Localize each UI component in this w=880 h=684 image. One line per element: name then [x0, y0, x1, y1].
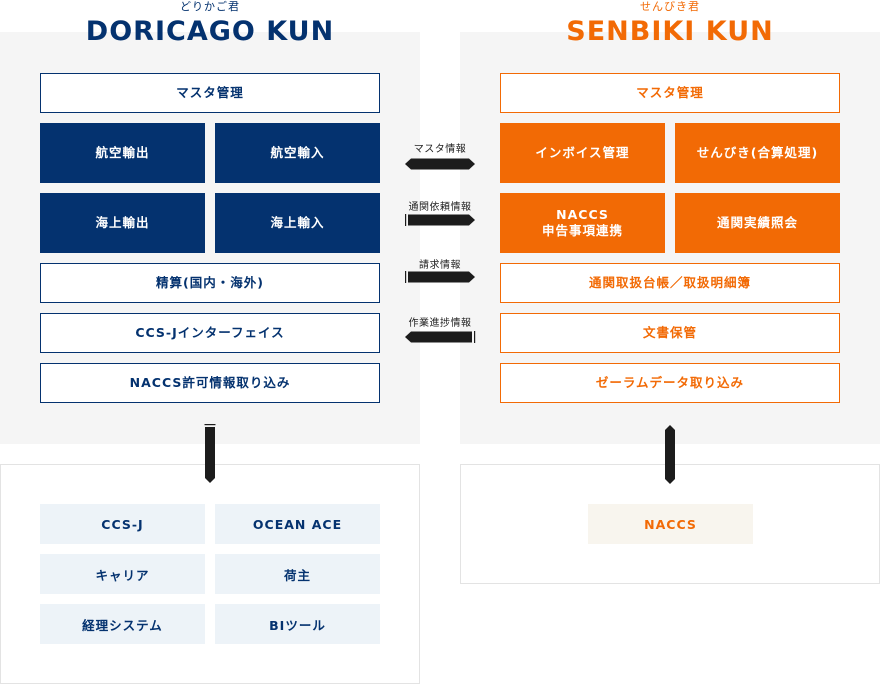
doricago-name: DORICAGO KUN — [85, 16, 335, 47]
double-vertical-arrow-icon-senbiki — [665, 425, 675, 484]
senbiki-calc-module: せんびき(合算処理) — [675, 123, 840, 183]
left-arrow-icon-progress — [405, 331, 476, 343]
external-ocean-ace: OCEAN ACE — [215, 504, 380, 544]
air-import-module: 航空輸入 — [215, 123, 380, 183]
doricago-title: どりかご君 DORICAGO KUN — [0, 0, 420, 48]
settlement-module: 精算(国内・海外) — [40, 263, 380, 303]
external-naccs: NACCS — [588, 504, 753, 544]
sea-export-module: 海上輸出 — [40, 193, 205, 253]
double-arrow-icon-master — [405, 158, 475, 170]
naccs-link-line1: NACCS — [556, 207, 609, 222]
flow-label-customs-request: 通関依頼情報 — [408, 202, 472, 213]
senbiki-name: SENBIKI KUN — [566, 16, 774, 47]
invoice-module: インボイス管理 — [500, 123, 665, 183]
flow-label-master: マスタ情報 — [413, 144, 467, 155]
sea-import-module: 海上輸入 — [215, 193, 380, 253]
doricago-master-module: マスタ管理 — [40, 73, 380, 113]
flow-label-billing: 請求情報 — [419, 260, 461, 271]
air-export-module: 航空輸出 — [40, 123, 205, 183]
naccs-link-line2: 申告事項連携 — [541, 223, 623, 238]
right-arrow-icon-billing — [405, 271, 475, 283]
external-bi-tool: BIツール — [215, 604, 380, 644]
external-ccsj: CCS-J — [40, 504, 205, 544]
senbiki-master-module: マスタ管理 — [500, 73, 840, 113]
external-accounting-system: 経理システム — [40, 604, 205, 644]
senbiki-title: せんびき君 SENBIKI KUN — [460, 0, 880, 48]
flow-label-progress: 作業進捗情報 — [408, 318, 472, 329]
naccs-link-module: NACCS 申告事項連携 — [500, 193, 665, 253]
naccs-permit-import-module: NACCS許可情報取り込み — [40, 363, 380, 403]
external-shipper: 荷主 — [215, 554, 380, 594]
ccsj-interface-module: CCS-Jインターフェイス — [40, 313, 380, 353]
doc-storage-module: 文書保管 — [500, 313, 840, 353]
senbiki-kana: せんびき君 — [640, 0, 700, 13]
down-arrow-icon-doricago — [204, 424, 216, 483]
zeramu-import-module: ゼーラムデータ取り込み — [500, 363, 840, 403]
doricago-kana: どりかご君 — [180, 0, 240, 13]
ledger-module: 通関取扱台帳／取扱明細簿 — [500, 263, 840, 303]
external-carrier: キャリア — [40, 554, 205, 594]
right-arrow-icon-customs-request — [405, 214, 475, 226]
customs-results-module: 通関実績照会 — [675, 193, 840, 253]
